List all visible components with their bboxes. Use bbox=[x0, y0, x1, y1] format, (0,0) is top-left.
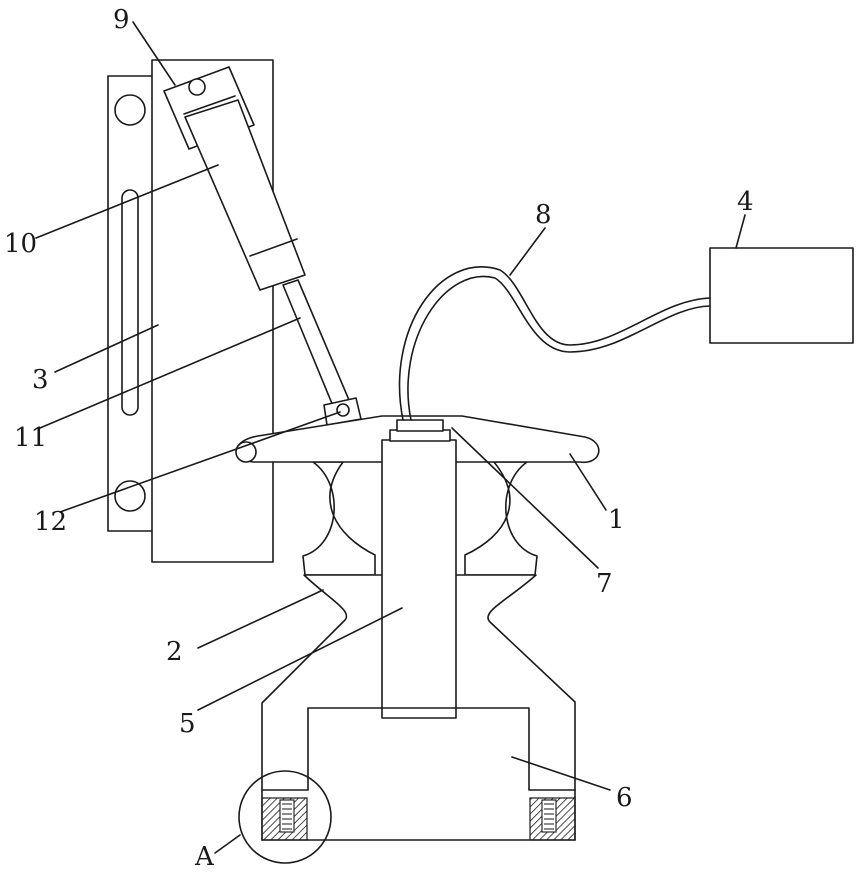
label-4: 4 bbox=[737, 187, 754, 217]
label-A: A bbox=[194, 842, 215, 872]
label-11: 11 bbox=[14, 423, 47, 453]
label-3: 3 bbox=[32, 365, 49, 395]
cable-part-8 bbox=[400, 267, 710, 420]
label-2: 2 bbox=[166, 637, 183, 667]
label-9: 9 bbox=[113, 5, 130, 35]
label-5: 5 bbox=[179, 709, 196, 739]
central-core-part-5 bbox=[382, 440, 456, 718]
label-7: 7 bbox=[596, 569, 613, 599]
label-1: 1 bbox=[608, 505, 625, 535]
label-12: 12 bbox=[34, 507, 67, 537]
sensor-box-part-4 bbox=[710, 248, 853, 343]
piston-rod-part-11 bbox=[283, 280, 349, 406]
label-8: 8 bbox=[535, 200, 552, 230]
label-6: 6 bbox=[616, 783, 633, 813]
terminal-part-7 bbox=[390, 420, 450, 441]
label-10: 10 bbox=[4, 229, 37, 259]
